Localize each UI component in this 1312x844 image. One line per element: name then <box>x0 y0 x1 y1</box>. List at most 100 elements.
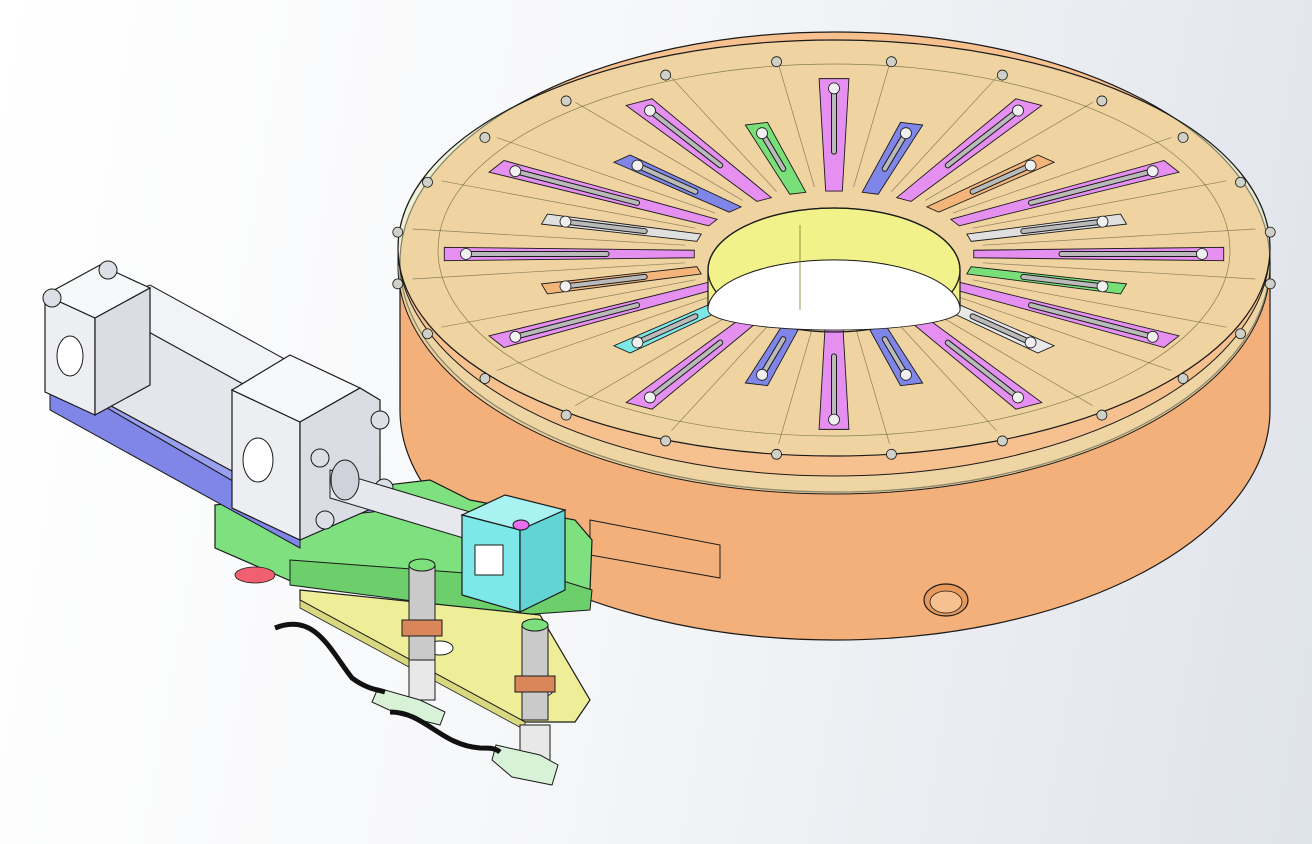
cover-screw <box>560 409 572 421</box>
finger-slot <box>1021 219 1102 234</box>
finger-screw-head <box>1012 104 1024 117</box>
cover-screw <box>479 373 491 384</box>
cover-screw <box>1177 132 1189 143</box>
divider-line <box>925 101 1093 201</box>
divider-line <box>972 279 1227 328</box>
finger-screw-head <box>900 368 912 381</box>
cover-screw <box>660 435 672 447</box>
divider-line <box>575 307 743 407</box>
finger-slot <box>1029 169 1153 205</box>
divider-line <box>853 320 890 444</box>
gripper-finger[interactable] <box>861 313 924 387</box>
gripper-finger[interactable] <box>861 121 924 195</box>
finger-screw-head <box>756 127 768 140</box>
bracket-pivot <box>234 566 276 584</box>
finger-slot <box>515 169 639 205</box>
divider-line <box>671 77 777 192</box>
cover-screw <box>771 448 782 460</box>
gripper-finger[interactable] <box>895 98 1043 202</box>
cover-screw <box>1235 328 1246 340</box>
cover-screw <box>479 132 491 143</box>
gripper-finger[interactable] <box>966 266 1128 295</box>
cover-screw <box>422 176 433 188</box>
gripper-finger[interactable] <box>744 313 807 387</box>
finger-screw-head <box>1196 248 1208 260</box>
cover-screw <box>771 56 782 68</box>
finger-screw-head <box>644 391 656 404</box>
pneumatic-cylinder[interactable] <box>42 260 471 541</box>
gripper-finger[interactable] <box>895 306 1043 410</box>
gripper-finger[interactable] <box>488 281 719 348</box>
divider-line <box>925 307 1093 407</box>
gripper-finger[interactable] <box>488 160 719 227</box>
clevis-block[interactable] <box>460 494 567 613</box>
cover-screw <box>1235 176 1246 188</box>
hub-bore-floor <box>707 259 961 331</box>
finger-screw-head <box>828 82 840 95</box>
gripper-finger[interactable] <box>925 154 1056 213</box>
finger-screw-head <box>631 159 644 172</box>
proximity-sensor-1[interactable] <box>371 558 446 726</box>
finger-screw-head <box>1024 336 1037 349</box>
finger-screw-head <box>631 336 644 349</box>
sensor-1-connector <box>371 687 446 726</box>
gripper-finger[interactable] <box>540 266 702 295</box>
cover-inner-rim <box>437 63 1231 437</box>
finger-slot <box>649 340 723 399</box>
finger-screw-head <box>509 330 522 343</box>
divider-line <box>441 180 696 229</box>
gripper-finger[interactable] <box>540 213 702 242</box>
divider-line <box>891 77 997 192</box>
side-bore-hole[interactable] <box>923 583 969 617</box>
divider-line <box>891 316 997 431</box>
finger-slot <box>566 219 647 234</box>
divider-line <box>575 101 743 201</box>
gripper-finger[interactable] <box>818 78 850 192</box>
sensor-1-nut <box>401 619 443 637</box>
cover-screw <box>1264 278 1276 290</box>
cover-screw <box>660 69 672 81</box>
divider-line <box>952 294 1172 371</box>
cover-screw <box>1264 226 1276 238</box>
cover-screw <box>996 69 1008 81</box>
gripper-finger[interactable] <box>949 160 1180 227</box>
divider-line <box>496 294 716 371</box>
gripper-finger[interactable] <box>949 281 1180 348</box>
gripper-finger[interactable] <box>612 154 743 213</box>
proximity-sensor-2[interactable] <box>491 618 559 786</box>
gripper-finger[interactable] <box>443 246 695 262</box>
cover-screw <box>392 278 404 290</box>
finger-screw-head <box>644 104 656 117</box>
sensor-cable-1 <box>274 621 386 695</box>
sensor-cable-2 <box>389 709 502 755</box>
divider-line <box>496 137 716 214</box>
divider-line <box>982 262 1256 280</box>
cover-screws <box>392 56 1276 460</box>
gripper-finger[interactable] <box>973 246 1225 262</box>
gripper-finger[interactable] <box>744 121 807 195</box>
clevis-slot <box>474 544 504 576</box>
divider-line <box>982 228 1256 246</box>
divider-line <box>778 320 815 444</box>
finger-slot <box>649 109 723 168</box>
gripper-fingers[interactable] <box>443 78 1225 430</box>
gripper-finger[interactable] <box>818 316 850 430</box>
cover-screw <box>422 328 433 340</box>
gripper-finger[interactable] <box>625 306 773 410</box>
cover-screw <box>886 448 897 460</box>
divider-line <box>671 316 777 431</box>
finger-screw-head <box>1096 280 1109 293</box>
gripper-finger[interactable] <box>625 98 773 202</box>
center-hub[interactable] <box>707 207 961 333</box>
gripper-finger[interactable] <box>966 213 1128 242</box>
cover-screw <box>1177 373 1189 384</box>
tie-rod-nuts <box>42 260 394 530</box>
finger-slot <box>760 337 786 376</box>
finger-screw-head <box>1146 165 1159 178</box>
sensor-cables <box>274 621 502 755</box>
cover-screw <box>1096 409 1108 421</box>
piston-rod <box>329 459 471 541</box>
finger-slot <box>882 337 908 376</box>
